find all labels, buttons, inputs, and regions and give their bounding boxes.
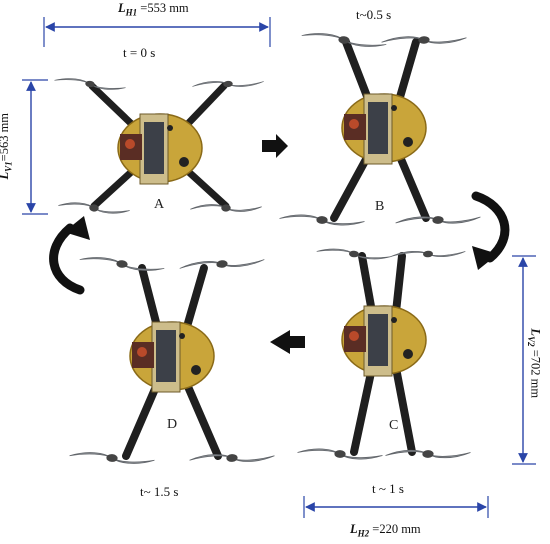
dimension-v1-line: [22, 79, 48, 215]
dimension-v2-line: [512, 255, 536, 465]
frame-letter-d: D: [167, 417, 178, 432]
time-label-b: t~0.5 s: [356, 7, 392, 22]
drone-a: [53, 76, 265, 216]
drone-d: [68, 254, 276, 466]
dimension-v2-label: LV2 =702 mm: [525, 328, 543, 399]
arrow-a-to-b: [262, 134, 288, 158]
dimension-h1-line: [43, 17, 271, 47]
drone-c: [296, 247, 472, 461]
frame-letter-c: C: [389, 418, 399, 433]
dimension-h2-label: LH2 =220 mm: [350, 522, 421, 539]
frame-letter-b: B: [375, 199, 385, 214]
time-label-c: t ~ 1 s: [372, 481, 404, 496]
arrow-b-to-c-curved: [471, 191, 510, 270]
dimension-v1-label: LV1=563 mm: [0, 112, 14, 180]
dimension-h2-line: [303, 496, 489, 518]
frame-letter-a: A: [154, 197, 165, 212]
drone-b: [278, 30, 482, 229]
time-label-d: t~ 1.5 s: [140, 484, 179, 499]
dimension-h1-label: LH1 =553 mm: [118, 1, 189, 18]
arrow-d-to-a-curved: [49, 216, 90, 295]
time-label-a: t = 0 s: [123, 45, 156, 60]
arrow-c-to-d: [270, 330, 305, 354]
